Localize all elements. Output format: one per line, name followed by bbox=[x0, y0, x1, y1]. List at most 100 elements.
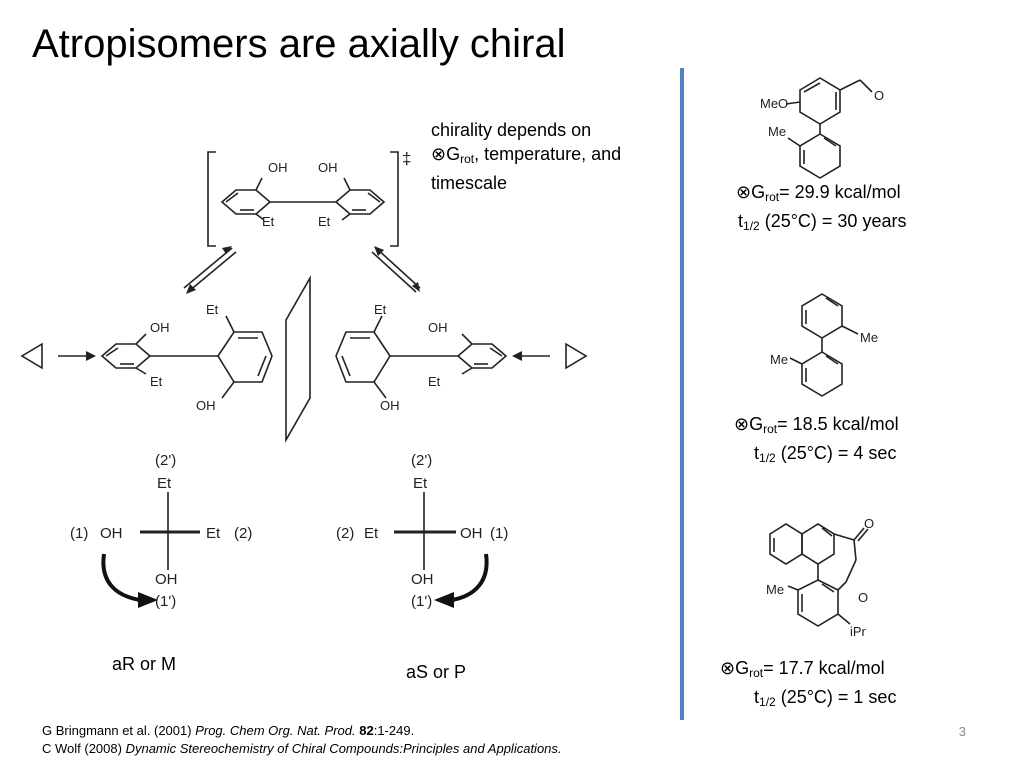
compound-structures: MeO O Me Me Me O O Me iPr bbox=[760, 77, 884, 639]
l-newman-et-right: Et bbox=[206, 525, 221, 542]
t-symbol: t bbox=[754, 443, 760, 463]
r-newman-oh: OH bbox=[460, 525, 483, 542]
mirror-plane bbox=[285, 274, 311, 444]
left-ring-b bbox=[217, 331, 273, 383]
half-subscript: 1/2 bbox=[743, 219, 760, 233]
l-et-top: Et bbox=[206, 302, 219, 317]
ref2-authors: C Wolf (2008) bbox=[42, 741, 126, 756]
divider-line bbox=[680, 68, 684, 720]
ts-bracket-left bbox=[207, 151, 216, 247]
compound-1-halflife: t1/2 (25°C) = 30 years bbox=[736, 209, 906, 238]
r-et-bottom: Et bbox=[428, 374, 441, 389]
c3-ring-b bbox=[801, 523, 835, 565]
c3-ipr: iPr bbox=[850, 624, 867, 639]
ref1-pages: :1-249. bbox=[373, 723, 415, 738]
ts-oh-right: OH bbox=[318, 160, 338, 175]
delta-g-symbol: ⊗G bbox=[734, 414, 764, 434]
c3-me: Me bbox=[766, 582, 784, 597]
rot-subscript: rot bbox=[763, 422, 778, 436]
r-newman-2prime: (2') bbox=[411, 452, 432, 469]
halflife-value: (25°C) = 1 sec bbox=[775, 687, 897, 707]
rot-subscript: rot bbox=[765, 190, 780, 204]
ref1-journal: Prog. Chem Org. Nat. Prod. bbox=[195, 723, 356, 738]
left-enantiomer-label: aR or M bbox=[112, 654, 177, 674]
rotation-arrow-left bbox=[101, 553, 141, 602]
r-oh-top: OH bbox=[428, 320, 448, 335]
c1-ring-top bbox=[799, 77, 841, 125]
ref1-volume: 82 bbox=[359, 723, 374, 738]
note-line-3: timescale bbox=[431, 173, 508, 193]
r-newman-et-top: Et bbox=[413, 475, 428, 492]
l-newman-1prime: (1') bbox=[155, 593, 176, 610]
delta-g-symbol: ⊗G bbox=[431, 144, 461, 164]
t-symbol: t bbox=[754, 687, 760, 707]
c1-ring-bottom bbox=[799, 133, 841, 179]
ts-et-left: Et bbox=[262, 214, 275, 229]
half-subscript: 1/2 bbox=[759, 695, 776, 709]
r-newman-et-left: Et bbox=[364, 525, 379, 542]
atropisomer-diagram: OH OH Et Et ‡ OH Et Et OH OH Et Et OH (2… bbox=[20, 149, 588, 610]
compound-2-halflife: t1/2 (25°C) = 4 sec bbox=[734, 441, 899, 470]
halflife-value: (25°C) = 4 sec bbox=[775, 443, 897, 463]
right-enantiomer-label: aS or P bbox=[406, 662, 467, 682]
compound-3-halflife: t1/2 (25°C) = 1 sec bbox=[720, 685, 896, 714]
eye-right bbox=[565, 342, 588, 370]
r-newman-oh-bottom: OH bbox=[411, 571, 434, 588]
dg-value: = 17.7 kcal/mol bbox=[763, 658, 885, 678]
reference-1: G Bringmann et al. (2001) Prog. Chem Org… bbox=[42, 722, 562, 740]
compound-2-dg: ⊗Grot= 18.5 kcal/mol bbox=[734, 412, 899, 441]
c2-ring-top bbox=[801, 293, 843, 339]
r-newman-2: (2) bbox=[336, 525, 354, 542]
compound-3-data: ⊗Grot= 17.7 kcal/mol t1/2 (25°C) = 1 sec bbox=[720, 656, 896, 714]
ts-bracket-right bbox=[390, 151, 399, 247]
rot-subscript: rot bbox=[749, 666, 764, 680]
halflife-value: (25°C) = 30 years bbox=[759, 211, 907, 231]
right-ring-a bbox=[335, 331, 391, 383]
ts-double-dagger: ‡ bbox=[402, 149, 411, 168]
c3-o-carbonyl: O bbox=[864, 516, 874, 531]
c1-me: Me bbox=[768, 124, 786, 139]
note-line-2-rest: , temperature, and bbox=[474, 144, 622, 164]
compound-2-data: ⊗Grot= 18.5 kcal/mol t1/2 (25°C) = 4 sec bbox=[734, 412, 899, 470]
ts-oh-left: OH bbox=[268, 160, 288, 175]
half-subscript: 1/2 bbox=[759, 451, 776, 465]
c3-o-ring: O bbox=[858, 590, 868, 605]
c1-meo: MeO bbox=[760, 96, 788, 111]
c2-ring-bottom bbox=[801, 351, 843, 397]
r-oh-bottom: OH bbox=[380, 398, 400, 413]
ts-et-right: Et bbox=[318, 214, 331, 229]
compound-3-dg: ⊗Grot= 17.7 kcal/mol bbox=[720, 656, 896, 685]
l-et-bottom: Et bbox=[150, 374, 163, 389]
delta-g-symbol: ⊗G bbox=[736, 182, 766, 202]
ref2-title: Dynamic Stereochemistry of Chiral Compou… bbox=[125, 741, 562, 756]
t-symbol: t bbox=[738, 211, 744, 231]
c2-me-top: Me bbox=[860, 330, 878, 345]
c2-me-bottom: Me bbox=[770, 352, 788, 367]
c3-ring-c bbox=[797, 579, 839, 627]
l-newman-2prime: (2') bbox=[155, 452, 176, 469]
page-number: 3 bbox=[958, 724, 966, 739]
l-oh-top: OH bbox=[150, 320, 170, 335]
l-newman-1: (1) bbox=[70, 525, 88, 542]
chirality-note: chirality depends on ⊗Grot, temperature,… bbox=[431, 118, 621, 195]
note-line-1: chirality depends on bbox=[431, 120, 592, 140]
rot-subscript: rot bbox=[460, 152, 475, 166]
eye-left bbox=[20, 342, 43, 370]
ref1-authors: G Bringmann et al. (2001) bbox=[42, 723, 196, 738]
c1-o: O bbox=[874, 88, 884, 103]
compound-1-dg: ⊗Grot= 29.9 kcal/mol bbox=[736, 180, 906, 209]
references: G Bringmann et al. (2001) Prog. Chem Org… bbox=[42, 722, 562, 758]
note-line-2: ⊗Grot, temperature, and bbox=[431, 142, 621, 171]
rotation-arrow-right bbox=[451, 553, 489, 602]
r-newman-1prime: (1') bbox=[411, 593, 432, 610]
reference-2: C Wolf (2008) Dynamic Stereochemistry of… bbox=[42, 740, 562, 758]
l-oh-bottom: OH bbox=[196, 398, 216, 413]
delta-g-symbol: ⊗G bbox=[720, 658, 750, 678]
l-newman-et-top: Et bbox=[157, 475, 172, 492]
slide-title: Atropisomers are axially chiral bbox=[32, 22, 566, 66]
l-newman-2: (2) bbox=[234, 525, 252, 542]
dg-value: = 18.5 kcal/mol bbox=[777, 414, 899, 434]
dg-value: = 29.9 kcal/mol bbox=[779, 182, 901, 202]
l-newman-oh-bottom: OH bbox=[155, 571, 178, 588]
l-newman-oh: OH bbox=[100, 525, 123, 542]
